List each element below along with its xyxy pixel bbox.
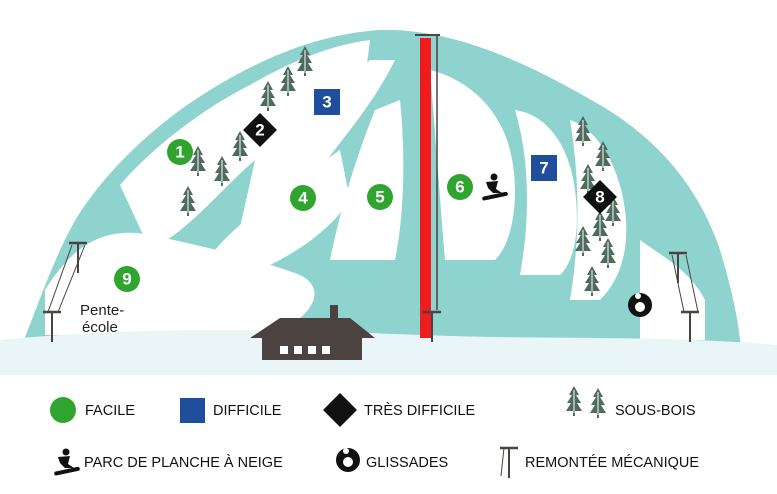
trail-marker-6[interactable]: 6: [447, 174, 473, 200]
legend-tres-difficile: TRÈS DIFFICILE: [323, 393, 476, 427]
svg-text:1: 1: [175, 143, 184, 162]
mountain: [0, 29, 777, 375]
svg-text:4: 4: [298, 189, 308, 208]
trail-marker-4[interactable]: 4: [290, 185, 316, 211]
lift-line: [420, 38, 431, 338]
snow-trail-5: [330, 100, 404, 260]
legend-facile: FACILE: [50, 397, 135, 423]
trail-marker-5[interactable]: 5: [367, 184, 393, 210]
snowboarder-icon: [54, 448, 80, 476]
svg-text:8: 8: [595, 188, 604, 207]
svg-text:5: 5: [375, 188, 384, 207]
svg-text:PARC DE PLANCHE À NEIGE: PARC DE PLANCHE À NEIGE: [84, 454, 283, 471]
snow-trail-7: [515, 110, 577, 275]
trail-marker-8[interactable]: 8: [583, 180, 617, 214]
trail-marker-9[interactable]: 9: [114, 266, 140, 292]
blue-square-icon: [180, 398, 205, 423]
svg-text:école: école: [82, 319, 118, 336]
pine-tree-icon: [589, 387, 607, 419]
black-diamond-icon: [323, 393, 357, 427]
t-bar-lifts: [41, 241, 701, 344]
pine-tree-icon: [565, 385, 583, 417]
svg-text:REMONTÉE MÉCANIQUE: REMONTÉE MÉCANIQUE: [525, 454, 699, 471]
legend-parc: PARC DE PLANCHE À NEIGE: [54, 448, 283, 476]
snow-trail-right: [640, 240, 705, 340]
legend: FACILE DIFFICILE TRÈS DIFFICILE SOUS-BOI…: [50, 385, 699, 478]
svg-text:DIFFICILE: DIFFICILE: [213, 403, 282, 419]
trail-markers: 1 2 3 4 5 6 7 8: [114, 89, 617, 292]
legend-difficile: DIFFICILE: [180, 398, 282, 423]
legend-glissades: GLISSADES: [336, 448, 448, 472]
trail-marker-7[interactable]: 7: [531, 155, 557, 181]
legend-remontee: REMONTÉE MÉCANIQUE: [500, 446, 699, 478]
trail-marker-3[interactable]: 3: [314, 89, 340, 115]
green-circle-icon: [50, 397, 76, 423]
svg-text:9: 9: [122, 270, 131, 289]
snow-trail-6: [430, 70, 515, 260]
t-bar-lift-icon: [500, 446, 518, 478]
svg-text:SOUS-BOIS: SOUS-BOIS: [615, 403, 696, 419]
svg-text:TRÈS DIFFICILE: TRÈS DIFFICILE: [364, 402, 476, 419]
svg-text:Pente-: Pente-: [80, 302, 124, 319]
trail-marker-1[interactable]: 1: [167, 139, 193, 165]
svg-text:2: 2: [255, 121, 264, 140]
svg-text:7: 7: [539, 159, 548, 178]
svg-text:GLISSADES: GLISSADES: [366, 455, 448, 471]
chalet-icon: [250, 305, 375, 360]
svg-text:3: 3: [322, 93, 331, 112]
legend-sous-bois: SOUS-BOIS: [565, 385, 696, 419]
beginner-area-label: Pente- école: [80, 302, 124, 336]
svg-text:6: 6: [455, 178, 464, 197]
snowboarder-icon: [482, 173, 508, 201]
snow-trail-4: [215, 150, 350, 265]
svg-text:FACILE: FACILE: [85, 403, 135, 419]
main-lift: [415, 34, 443, 344]
tube-slide-icon: [628, 293, 652, 317]
tube-slide-icon: [336, 448, 360, 472]
base-snow: [0, 330, 777, 375]
snow-beginner-area: [45, 232, 315, 335]
